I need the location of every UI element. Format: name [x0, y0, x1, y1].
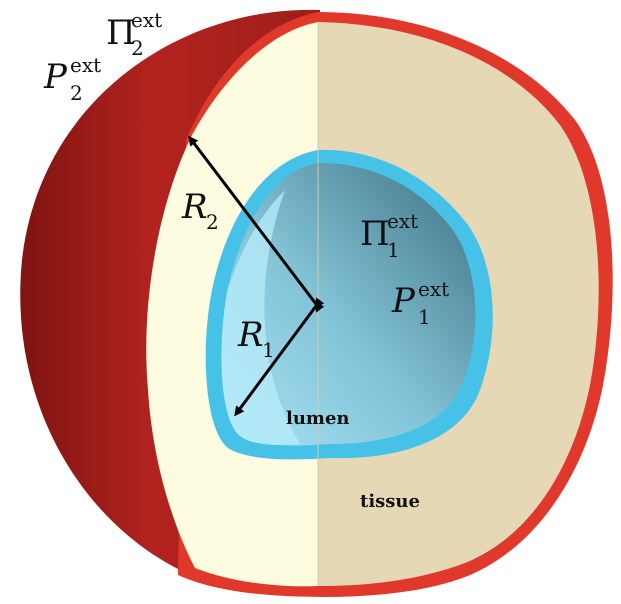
- r1-arrow: [234, 297, 325, 417]
- svg-text:1: 1: [387, 238, 400, 262]
- svg-text:P: P: [391, 281, 416, 321]
- label-r-outer: R 2: [181, 187, 219, 234]
- svg-text:ext: ext: [387, 209, 418, 233]
- svg-text:ext: ext: [418, 277, 449, 301]
- svg-text:ext: ext: [70, 53, 101, 77]
- label-r-inner: R 1: [237, 315, 275, 362]
- svg-text:1: 1: [418, 305, 431, 329]
- svg-text:2: 2: [131, 36, 144, 60]
- svg-text:Π: Π: [106, 13, 136, 53]
- svg-text:R: R: [181, 187, 208, 227]
- svg-text:ext: ext: [131, 8, 162, 32]
- svg-text:1: 1: [262, 338, 275, 362]
- r2-arrow: [188, 135, 325, 313]
- label-pi-inner: Π ext 1: [360, 209, 418, 262]
- label-lumen: lumen: [286, 408, 350, 429]
- label-p-inner: P ext 1: [391, 277, 449, 329]
- svg-text:2: 2: [70, 81, 83, 105]
- label-p-outer: P ext 2: [43, 53, 101, 105]
- svg-text:Π: Π: [360, 214, 390, 254]
- label-tissue: tissue: [360, 491, 420, 512]
- label-pi-outer: Π ext 2: [106, 8, 162, 60]
- svg-text:R: R: [237, 315, 264, 355]
- svg-text:P: P: [43, 57, 68, 97]
- svg-text:2: 2: [206, 210, 219, 234]
